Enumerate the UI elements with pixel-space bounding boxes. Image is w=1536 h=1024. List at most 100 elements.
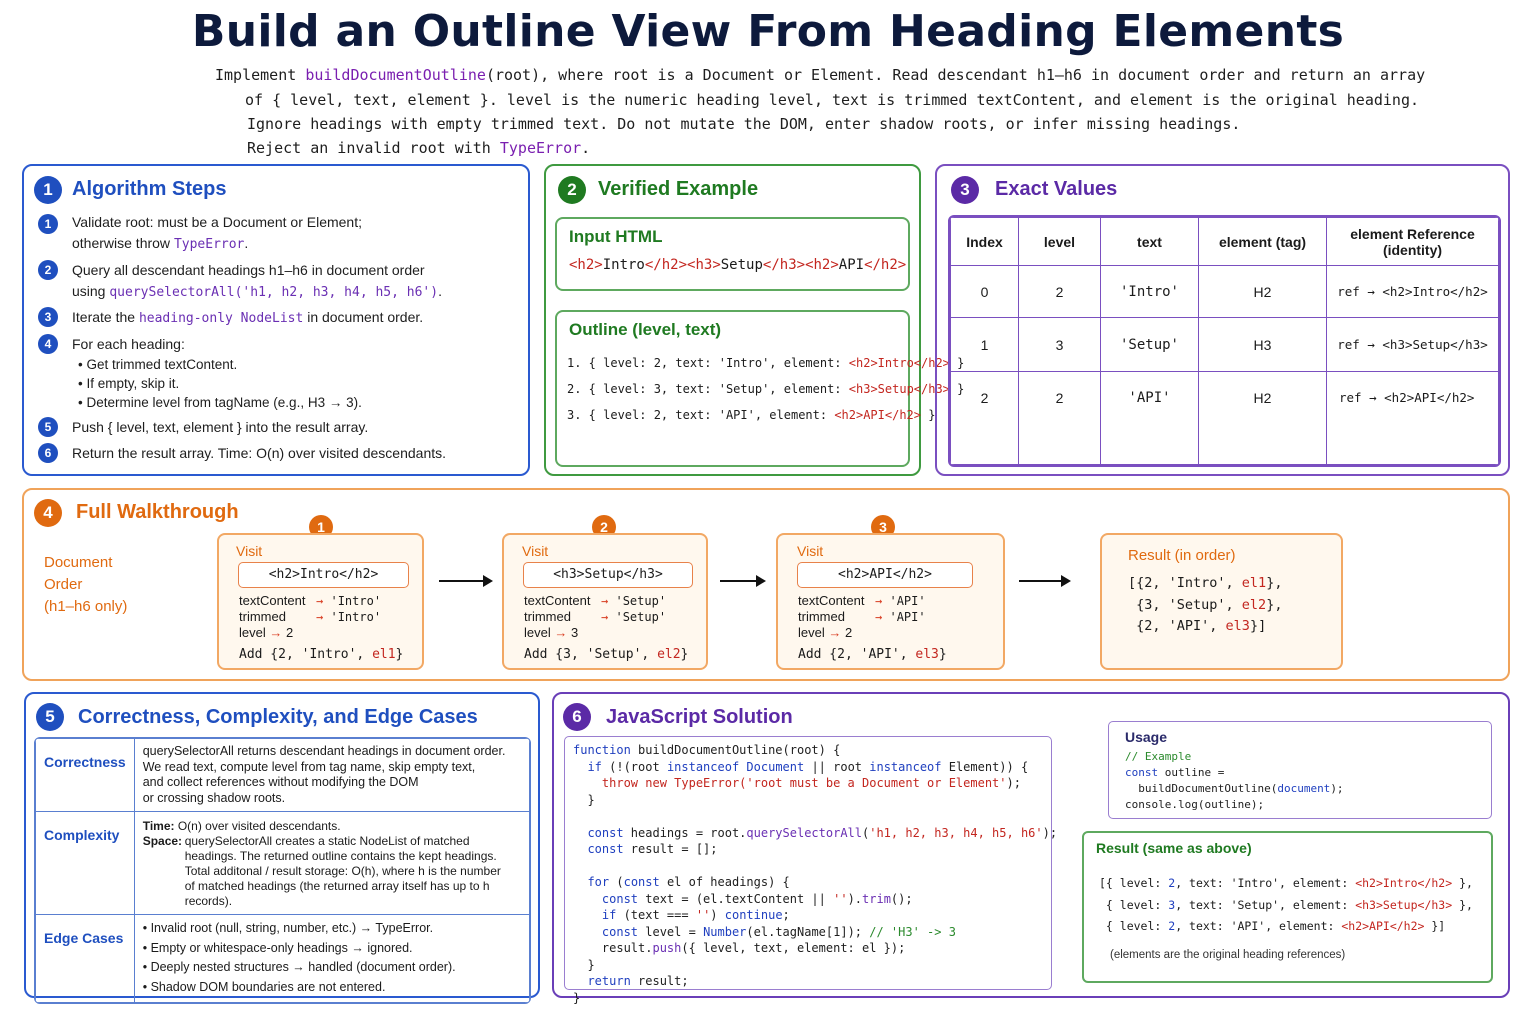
visit-html: <h2>Intro</h2> (238, 562, 409, 588)
outline-list: 1. { level: 2, text: 'Intro', element: <… (567, 350, 964, 428)
cell: Time: O(n) over visited descendants. Spa… (133, 811, 530, 915)
table-row: Edge Cases • Invalid root (null, string,… (35, 914, 530, 1003)
cell: 1 (950, 317, 1019, 372)
cell: querySelectorAll returns descendant head… (133, 738, 530, 812)
row-header: Edge Cases (35, 914, 135, 1003)
panel-number: 6 (563, 703, 591, 731)
cell: H2 (1198, 265, 1327, 318)
step-4: For each heading: • Get trimmed textCont… (72, 336, 362, 410)
intro-line-1: Implement buildDocumentOutline(root), wh… (215, 66, 1426, 84)
cell: ref → <h2>API</h2> (1326, 371, 1499, 465)
column-header: Index (950, 217, 1019, 266)
input-html-title: Input HTML (569, 227, 663, 246)
walk-add: Add {3, 'Setup', el2} (524, 647, 689, 662)
table-row: 2 2 'API' H2 ref → <h2>API</h2> (950, 371, 1499, 465)
row-header: Correctness (35, 738, 135, 812)
row-header: Complexity (35, 811, 135, 915)
visit-html: <h2>API</h2> (797, 562, 973, 588)
cell: 2 (1018, 265, 1101, 318)
usage-title: Usage (1125, 729, 1168, 745)
page-title: Build an Outline View From Heading Eleme… (191, 6, 1345, 57)
cell: • Invalid root (null, string, number, et… (133, 914, 530, 1003)
walkthrough-panel: 4 Full Walkthrough Document Order (h1–h6… (22, 488, 1510, 681)
cell: 3 (1018, 317, 1101, 372)
visit-html: <h3>Setup</h3> (523, 562, 693, 588)
step-number: 6 (38, 443, 58, 463)
solution-panel: 6 JavaScript Solution function buildDocu… (552, 692, 1510, 1005)
document-order-label: Document Order (h1–h6 only) (44, 554, 128, 615)
walk-step-3: Visit <h2>API</h2> textContent → 'API' t… (776, 533, 1005, 670)
cell: 'Intro' (1100, 265, 1199, 318)
cell: 'API' (1100, 371, 1199, 465)
step-5: Push { level, text, element } into the r… (72, 419, 369, 435)
outline-row: 1. { level: 2, text: 'Intro', element: <… (567, 356, 965, 370)
cell: 0 (950, 265, 1019, 318)
arrow-right-icon (439, 575, 493, 587)
outline-row: 2. { level: 3, text: 'Setup', element: <… (567, 382, 965, 396)
table-row: Correctness querySelectorAll returns des… (35, 738, 530, 812)
outline-row: 3. { level: 2, text: 'API', element: <h2… (567, 408, 936, 422)
result-list: [{ level: 2, text: 'Intro', element: <h2… (1099, 876, 1473, 933)
cell: ref → <h3>Setup</h3> (1326, 317, 1499, 372)
values-panel: 3 Exact Values Index level text element … (935, 164, 1510, 476)
arrow-right-icon (720, 575, 766, 587)
values-table: Index level text element (tag) element R… (950, 217, 1499, 465)
table-header-row: Index level text element (tag) element R… (950, 217, 1499, 266)
panel-title: Algorithm Steps (72, 178, 227, 200)
algorithm-panel: 1 Algorithm Steps 1 Validate root: must … (22, 164, 530, 476)
column-header: element Reference (identity) (1326, 217, 1499, 266)
cell: ref → <h2>Intro</h2> (1326, 265, 1499, 318)
walk-step-1: Visit <h2>Intro</h2> textContent → 'Intr… (217, 533, 424, 670)
result-title: Result (same as above) (1096, 840, 1252, 856)
column-header: text (1100, 217, 1199, 266)
cell: 2 (950, 371, 1019, 465)
function-name: buildDocumentOutline (305, 66, 486, 84)
result-note: (elements are the original heading refer… (1110, 949, 1346, 961)
walk-step-2: Visit <h3>Setup</h3> textContent → 'Setu… (502, 533, 708, 670)
step-2: Query all descendant headings h1–h6 in d… (72, 262, 442, 300)
panel-title: Correctness, Complexity, and Edge Cases (78, 706, 478, 728)
walk-result-title: Result (in order) (1128, 547, 1236, 564)
step-1: Validate root: must be a Document or Ele… (72, 214, 362, 252)
code-listing: function buildDocumentOutline(root) { if… (573, 743, 1058, 1005)
table-row: 1 3 'Setup' H3 ref → <h3>Setup</h3> (950, 317, 1499, 372)
result-box: Result (same as above) [{ level: 2, text… (1082, 831, 1493, 983)
table-row: 0 2 'Intro' H2 ref → <h2>Intro</h2> (950, 265, 1499, 318)
code-block: function buildDocumentOutline(root) { if… (564, 736, 1057, 1005)
column-header: element (tag) (1198, 217, 1327, 266)
panel-number: 4 (34, 499, 62, 527)
step-3: Iterate the heading-only NodeList in doc… (72, 309, 424, 326)
walk-result-list: [{2, 'Intro', el1}, {3, 'Setup', el2}, {… (1128, 575, 1283, 634)
arrow-right-icon (1019, 575, 1071, 587)
step-number: 1 (38, 214, 58, 234)
step-6: Return the result array. Time: O(n) over… (72, 445, 447, 461)
walk-result-box: Result (in order) [{2, 'Intro', el1}, {3… (1100, 533, 1343, 670)
step-number: 4 (38, 334, 58, 354)
cell: 2 (1018, 371, 1101, 465)
cell: H3 (1198, 317, 1327, 372)
values-table-wrap: Index level text element (tag) element R… (948, 215, 1501, 467)
input-html-box: Input HTML <h2>Intro</h2><h3>Setup</h3><… (555, 217, 910, 291)
step-number: 2 (38, 260, 58, 280)
panel-title: Full Walkthrough (76, 501, 239, 523)
cell: 'Setup' (1100, 317, 1199, 372)
panel-number: 5 (36, 703, 64, 731)
cce-table-wrap: Correctness querySelectorAll returns des… (34, 737, 531, 1004)
panel-title: JavaScript Solution (606, 706, 793, 728)
panel-title: Verified Example (598, 178, 759, 200)
intro-line-4: Reject an invalid root with TypeError. (247, 139, 591, 157)
panel-number: 1 (34, 176, 62, 204)
intro-line-3: Ignore headings with empty trimmed text.… (247, 115, 1241, 133)
correctness-panel: 5 Correctness, Complexity, and Edge Case… (24, 692, 540, 1004)
panel-number: 3 (951, 176, 979, 204)
cce-table: Correctness querySelectorAll returns des… (35, 738, 530, 1003)
panel-title: Exact Values (995, 178, 1118, 200)
walk-add: Add {2, 'Intro', el1} (239, 647, 404, 662)
step-number: 5 (38, 417, 58, 437)
step-number: 3 (38, 307, 58, 327)
walk-add: Add {2, 'API', el3} (798, 647, 947, 662)
panel-number: 2 (558, 176, 586, 204)
input-html-code: <h2>Intro</h2><h3>Setup</h3><h2>API</h2> (569, 257, 907, 273)
